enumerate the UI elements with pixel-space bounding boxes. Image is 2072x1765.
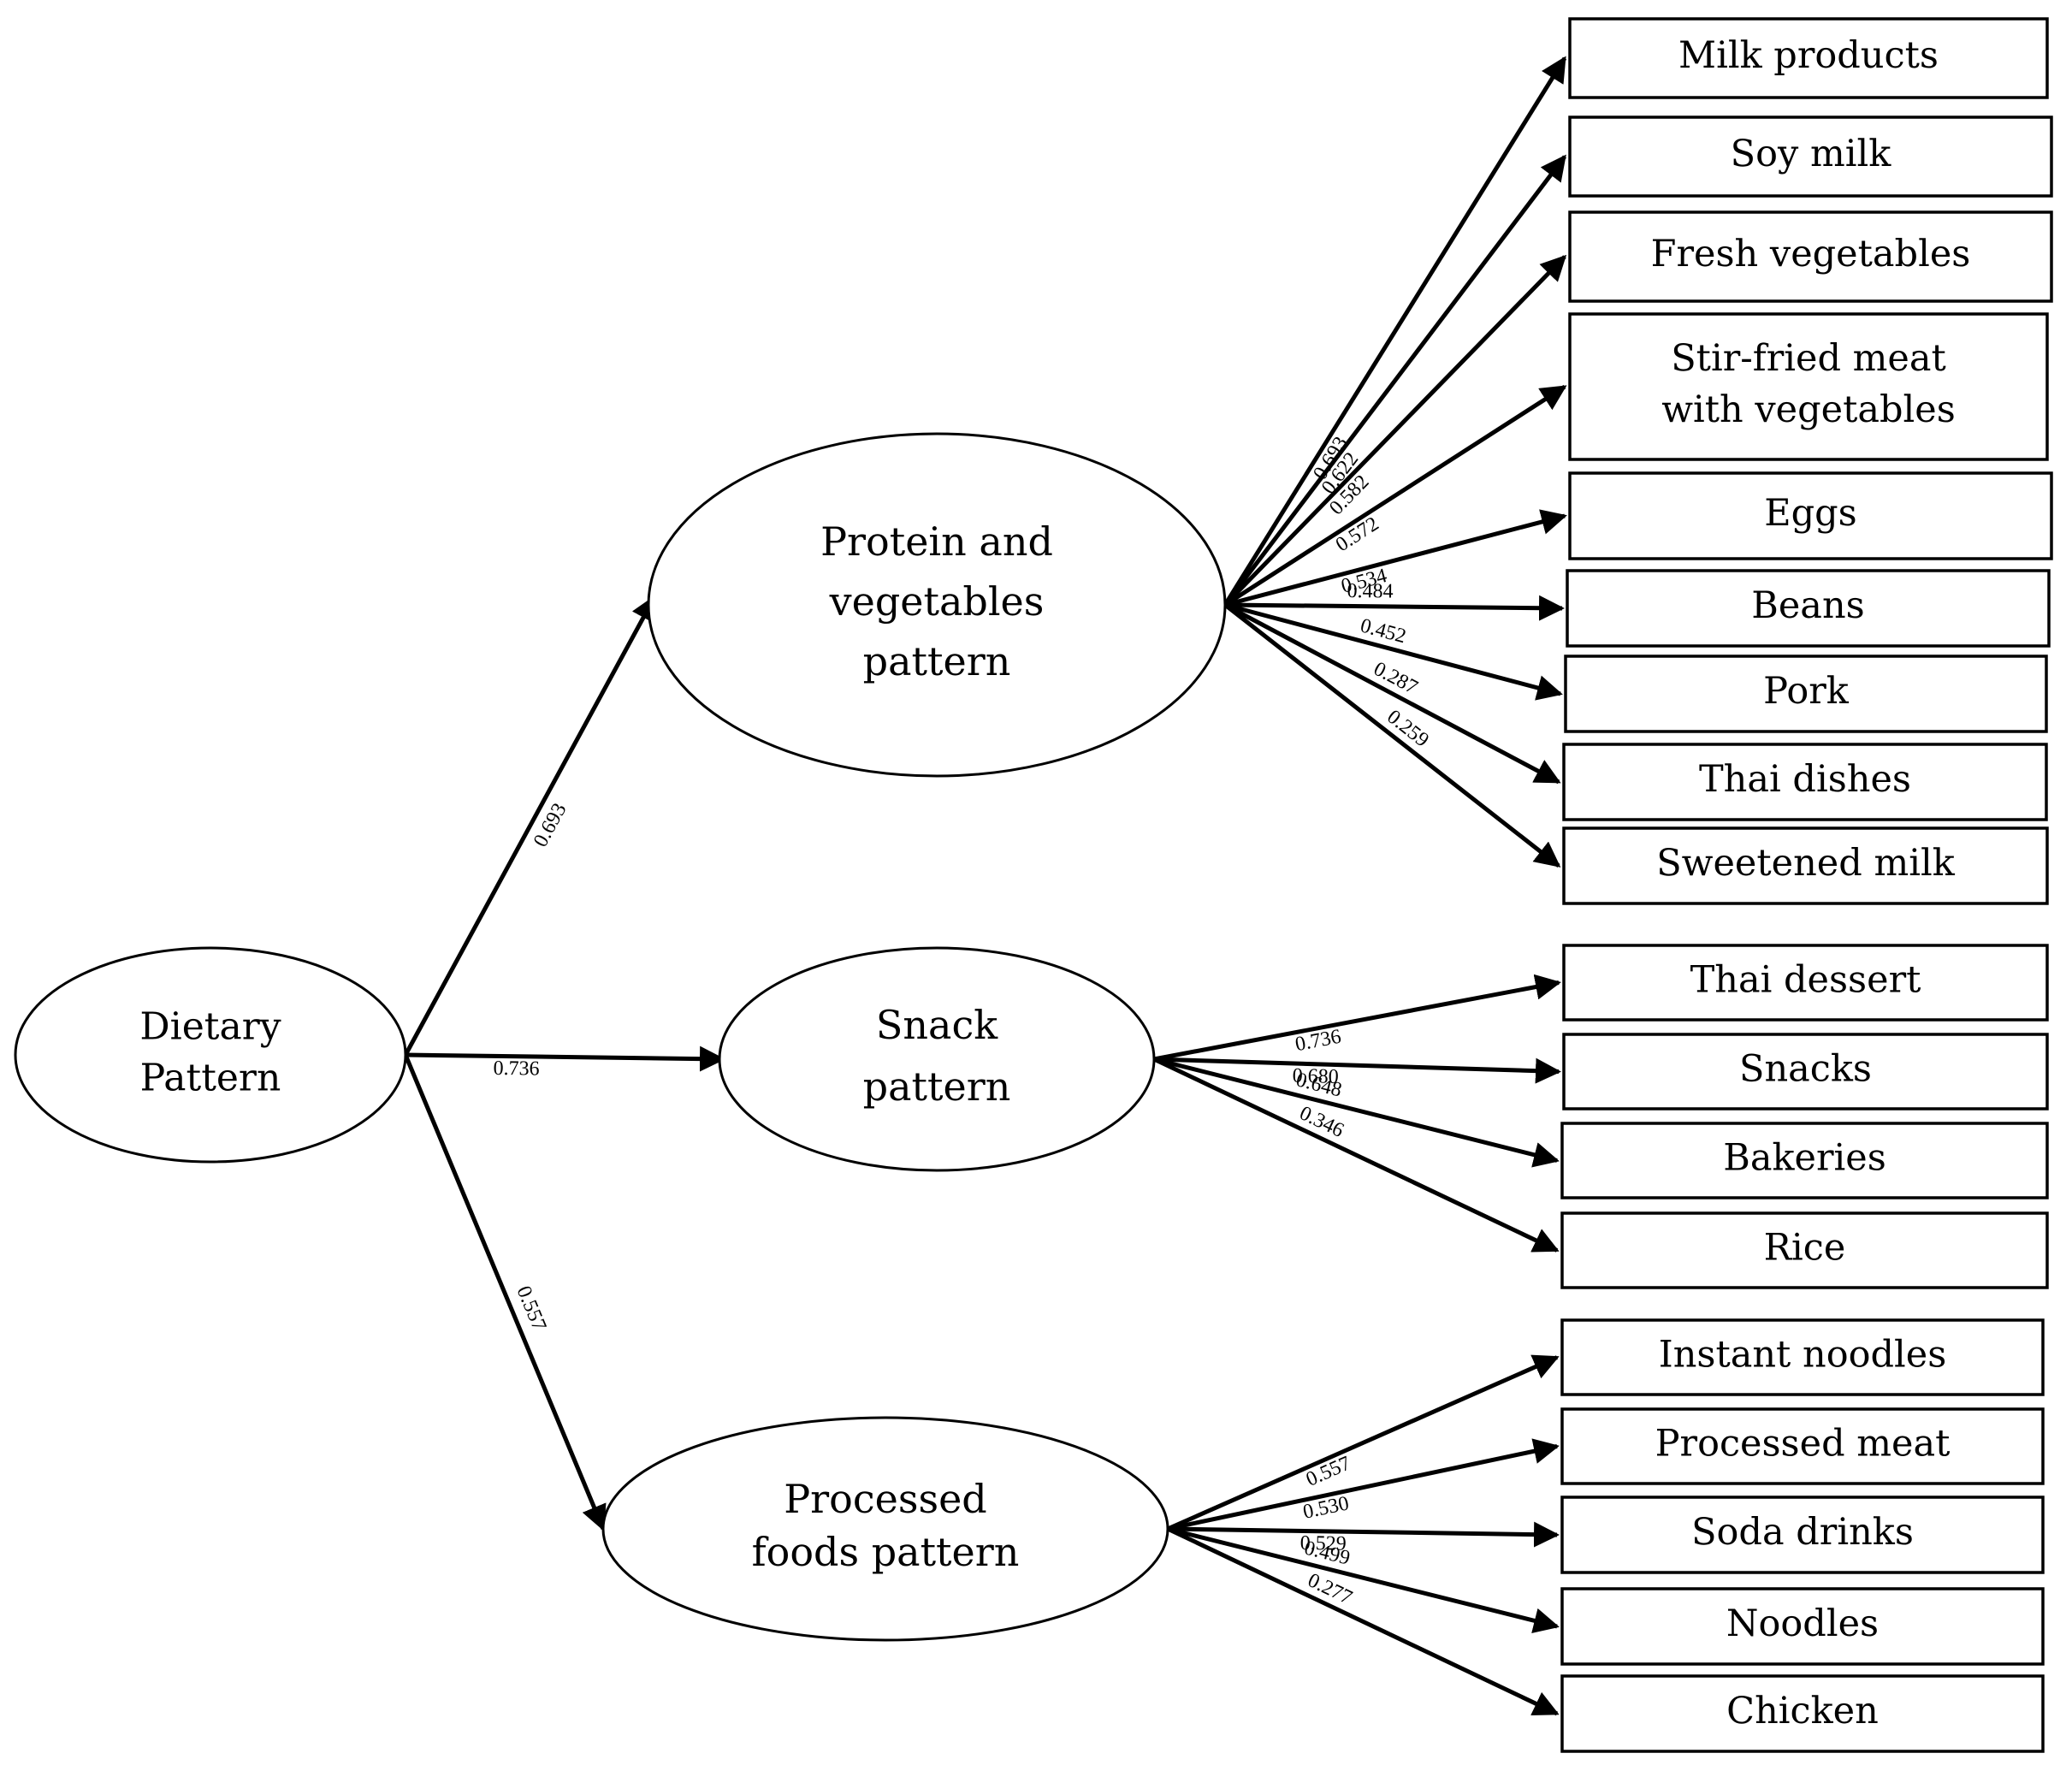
item-box [1564,654,2048,733]
edge-factor-1-item-3 [1223,254,1567,607]
edge-factor-3-item-1 [1166,1354,1560,1531]
edge-factor-1-item-9 [1223,603,1561,868]
edge-factor-3-item-2 [1167,1438,1560,1531]
item-box [1560,1122,2049,1199]
item-box [1568,210,2053,303]
edge-factor-1-item-2 [1223,154,1566,607]
item-loading-label: 0.529 [1300,1532,1347,1555]
factor-node-3 [601,1416,1169,1642]
item-label: Fresh vegetables [1651,233,1971,275]
item-label: Eggs [1764,492,1857,535]
edge-factor-1-item-6 [1224,595,1565,621]
edge-factor-2-item-2 [1153,1057,1561,1084]
edges-layer [403,56,1567,1716]
edge-factor-1-item-1 [1222,56,1567,607]
item-label: Sweetened milk [1656,842,1956,885]
factor-node-label: Protein and [820,518,1053,565]
item-label: Thai dessert [1690,959,1921,1002]
item-box [1566,569,2051,648]
item-box [1562,1033,2049,1111]
factor-loading-label-2: 0.736 [493,1057,539,1081]
item-box [1560,1407,2045,1485]
item-label: Stir-fried meat [1671,337,1946,380]
item-box [1562,944,2049,1022]
edge-factor-1-item-4 [1223,384,1567,607]
factor-node-label: Snack [876,1002,998,1048]
item-label: Noodles [1726,1602,1879,1645]
edge-root-to-factor-1 [403,595,657,1057]
factor-node-label: foods pattern [752,1529,1020,1575]
root-node-dietary-pattern [14,946,407,1164]
item-box [1568,17,2049,99]
factor-node-label: pattern [863,638,1011,684]
edge-factor-2-item-3 [1153,1057,1560,1168]
item-box [1560,1496,2045,1574]
item-box [1560,1674,2045,1753]
edge-factor-2-item-1 [1153,974,1561,1062]
item-label: Thai dishes [1699,758,1911,801]
item-label: with vegetables [1661,388,1956,431]
factor-node-2 [718,946,1156,1172]
edge-root-to-factor-2 [405,1045,725,1072]
factor-node-label: pattern [863,1063,1011,1110]
edge-factor-2-item-4 [1152,1057,1560,1253]
item-label: Chicken [1726,1690,1879,1732]
item-box [1568,312,2049,461]
item-label: Soy milk [1731,133,1892,175]
edge-factor-3-item-4 [1167,1526,1560,1633]
item-box [1560,1587,2045,1666]
edge-factor-1-item-5 [1224,509,1567,607]
root-node-label: Dietary [139,1005,281,1049]
item-label: Pork [1763,670,1850,713]
item-label: Milk products [1678,34,1939,77]
item-label: Rice [1764,1227,1846,1270]
item-loading-label: 0.680 [1292,1064,1339,1088]
item-box [1560,1318,2045,1396]
item-label: Beans [1751,584,1864,627]
edge-factor-3-item-3 [1167,1521,1560,1548]
edge-root-to-factor-3 [403,1054,607,1531]
edge-factor-1-item-7 [1224,602,1563,701]
item-box [1562,826,2049,905]
edge-factor-1-item-8 [1223,602,1561,785]
root-node-label: Pattern [140,1057,281,1100]
item-box [1560,1211,2049,1289]
factor-loading-label-1: 0.693 [530,800,571,851]
item-label: Soda drinks [1691,1511,1914,1554]
item-loading-label: 0.287 [1370,658,1421,699]
factor-node-label: vegetables [829,578,1045,625]
factor-node-1 [647,432,1227,778]
item-label: Instant noodles [1659,1334,1947,1377]
item-label: Bakeries [1723,1137,1886,1180]
item-label: Processed meat [1655,1423,1951,1466]
edge-factor-3-item-5 [1166,1526,1560,1716]
factor-node-label: Processed [784,1476,987,1522]
item-box [1562,743,2048,821]
item-loading-label: 0.484 [1347,580,1393,603]
item-box [1568,471,2053,560]
item-box [1568,115,2053,198]
item-label: Snacks [1739,1048,1872,1091]
item-loading-label: 0.346 [1296,1102,1347,1142]
